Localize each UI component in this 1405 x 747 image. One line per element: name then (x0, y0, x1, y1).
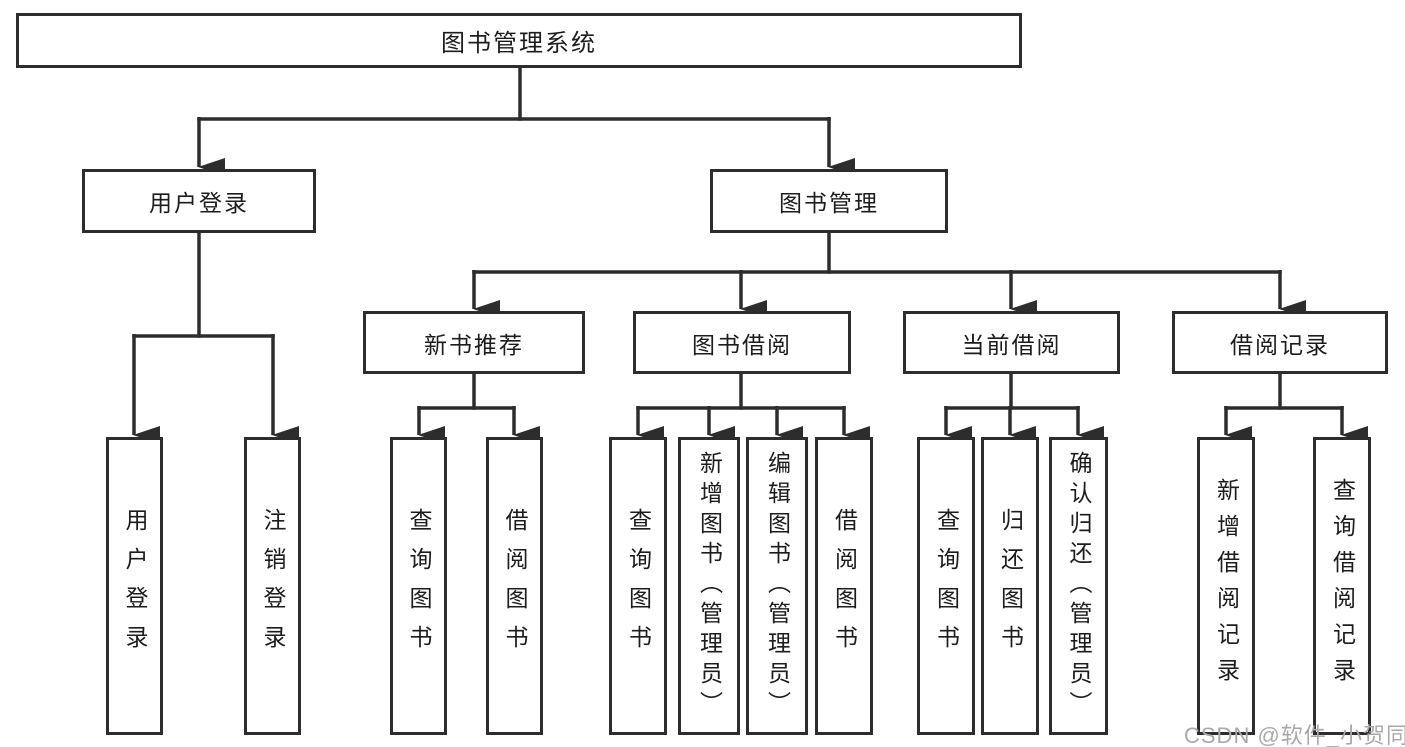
node-label: 查询借阅记录 (1329, 478, 1356, 694)
node-library-management-system: 图书管理系统 (16, 13, 1022, 68)
leaf-logout: 注销登录 (244, 437, 301, 735)
leaf-query-books-recommend: 查询图书 (390, 437, 447, 735)
node-label: 确认归还（管理员） (1066, 451, 1092, 721)
node-label: 注销登录 (260, 508, 286, 664)
node-book-borrowing: 图书借阅 (633, 311, 851, 374)
leaf-query-books-borrow: 查询图书 (609, 437, 667, 735)
node-label: 用户登录 (122, 508, 148, 664)
leaf-confirm-return-admin: 确认归还（管理员） (1049, 437, 1108, 735)
leaf-add-book-admin: 新增图书（管理员） (678, 437, 740, 735)
leaf-add-borrow-record: 新增借阅记录 (1197, 437, 1255, 735)
node-label: 查询图书 (406, 508, 432, 664)
node-label: 查询图书 (933, 508, 960, 664)
node-user-login: 用户登录 (82, 169, 316, 233)
node-book-management: 图书管理 (710, 169, 948, 233)
node-new-book-recommendation: 新书推荐 (363, 311, 585, 374)
node-label: 借阅图书 (831, 508, 858, 664)
node-label: 编辑图书（管理员） (764, 451, 791, 721)
node-label: 借阅记录 (1230, 331, 1330, 358)
node-label: 图书管理系统 (441, 30, 597, 57)
leaf-query-books-current: 查询图书 (917, 437, 975, 735)
leaf-return-books: 归还图书 (981, 437, 1039, 735)
node-label: 归还图书 (997, 508, 1024, 664)
node-current-borrowing: 当前借阅 (903, 311, 1120, 374)
node-label: 当前借阅 (961, 331, 1062, 358)
leaf-borrow-books-recommend: 借阅图书 (486, 437, 543, 735)
node-label: 新书推荐 (424, 331, 524, 358)
node-label: 借阅图书 (502, 508, 528, 664)
node-label: 查询图书 (625, 508, 652, 664)
leaf-borrow-books: 借阅图书 (815, 437, 873, 735)
node-label: 用户登录 (149, 190, 249, 216)
csdn-watermark: CSDN @软件_小贺同学 (1184, 723, 1405, 747)
node-label: 新增借阅记录 (1213, 478, 1240, 694)
leaf-edit-book-admin: 编辑图书（管理员） (746, 437, 808, 735)
node-label: 图书借阅 (692, 331, 792, 358)
node-label: 图书管理 (779, 190, 879, 216)
node-label: 新增图书（管理员） (696, 451, 723, 721)
leaf-user-login: 用户登录 (106, 437, 163, 735)
node-borrowing-records: 借阅记录 (1172, 311, 1388, 374)
leaf-query-borrow-record: 查询借阅记录 (1313, 437, 1371, 735)
